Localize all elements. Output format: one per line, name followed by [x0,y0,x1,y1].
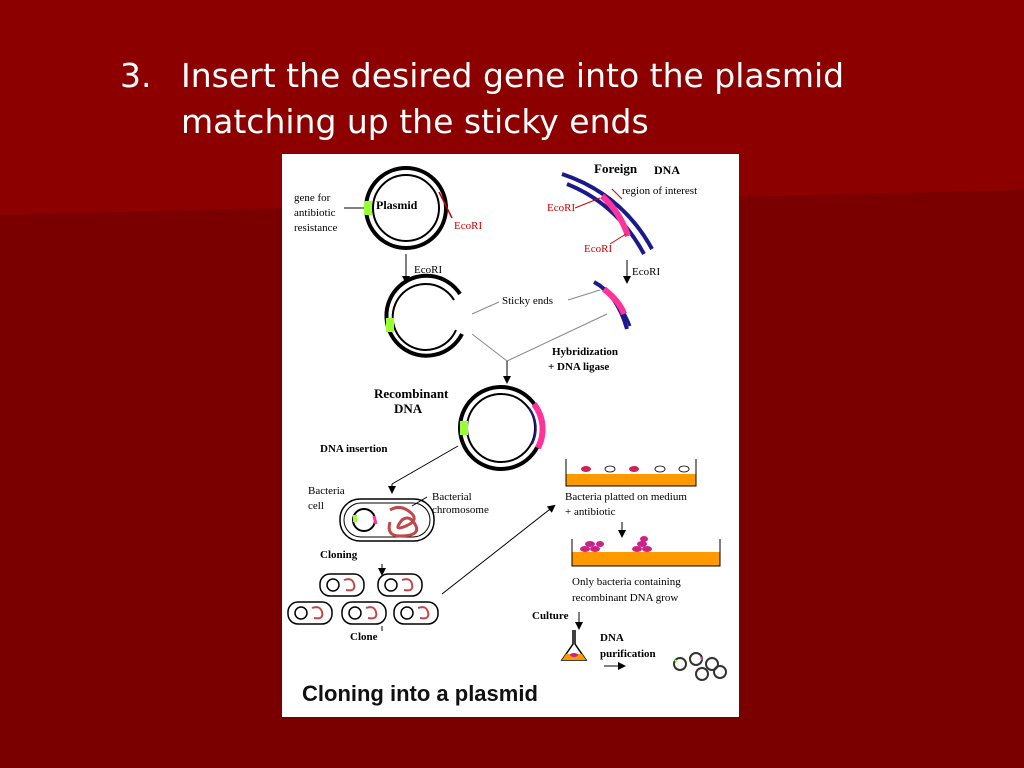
label-hybridization: Hybridization [552,346,619,358]
label-only-bacteria: Only bacteria containing [572,576,681,588]
label-ecori-left-arrow: EcoRI [414,264,443,276]
label-ecori-foreign-1: EcoRI [547,202,576,214]
label-recombinant: Recombinant [374,386,449,401]
recombinant-plasmid-icon [458,385,546,471]
label-bacteria-platted: Bacteria platted on medium [565,491,687,503]
label-cloning: Cloning [320,549,358,561]
clone-cells-icon [287,573,439,625]
label-antibiotic: antibiotic [294,207,336,219]
label-dna-purification-1: DNA [600,632,624,644]
label-recombinant-dna-grow: recombinant DNA grow [572,592,679,604]
label-culture: Culture [532,610,569,622]
label-bacterial: Bacterial [432,491,472,503]
label-foreign-dna: DNA [654,163,680,177]
label-dna-ligase: + DNA ligase [548,361,610,373]
label-plasmid: Plasmid [376,198,418,212]
slide-number: 3. [120,56,152,95]
label-clone: Clone [350,631,378,643]
foreign-dna-icon [561,172,654,255]
label-chromosome: chromosome [432,504,489,516]
label-region-of-interest: region of interest [622,185,698,197]
label-recombinant-dna: DNA [394,401,423,416]
label-cell: cell [308,500,324,512]
label-resistance: resistance [294,222,338,234]
label-gene-for: gene for [294,192,331,204]
label-ecori-foreign-2: EcoRI [584,243,613,255]
plasmid-icon [364,166,453,250]
culture-plate-icon [565,459,697,487]
figure-caption: Cloning into a plasmid [302,681,538,706]
purified-plasmids-icon [673,652,727,681]
title-line-1: Insert the desired gene into the plasmid [181,56,845,95]
insert-fragment-icon [593,280,632,330]
label-foreign: Foreign [594,161,638,176]
cloning-diagram: gene for antibiotic resistance Plasmid E… [282,154,739,717]
label-ecori-right-arrow: EcoRI [632,266,661,278]
label-bacteria: Bacteria [308,485,345,497]
label-sticky-ends: Sticky ends [502,295,554,307]
diagram-graphics [287,166,727,681]
label-dna-insertion: DNA insertion [320,443,388,455]
label-plus-antibiotic: + antibiotic [565,506,616,518]
label-dna-purification-2: purification [600,648,656,660]
flask-icon [560,630,588,661]
cut-plasmid-icon [384,273,464,358]
selective-plate-icon [571,536,721,567]
label-ecori-plasmid: EcoRI [454,220,483,232]
bacteria-cell-icon [339,498,435,542]
title-line-2: matching up the sticky ends [181,102,649,141]
